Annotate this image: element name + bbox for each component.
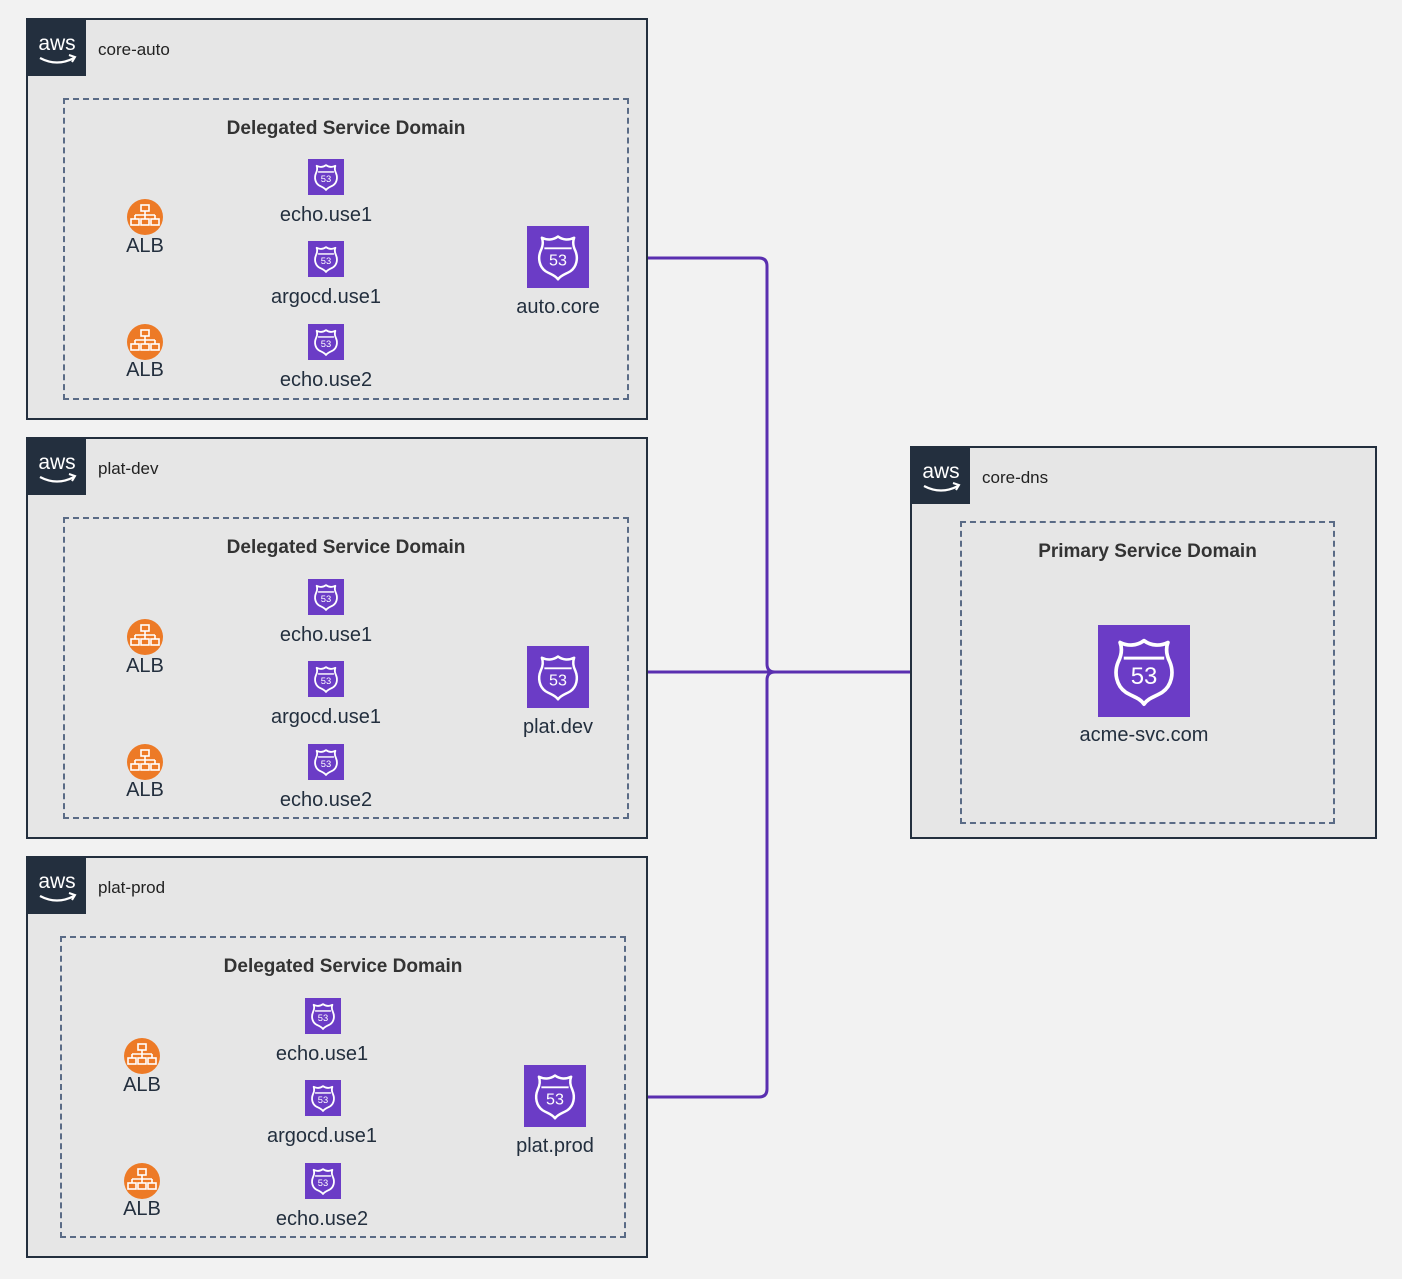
account-name: core-dns bbox=[982, 468, 1049, 487]
delegated-domain: Delegated Service Domain bbox=[63, 517, 629, 819]
svg-text:53: 53 bbox=[549, 672, 567, 690]
record-label: echo.use2 bbox=[279, 369, 373, 391]
svg-text:53: 53 bbox=[321, 174, 331, 184]
svg-text:53: 53 bbox=[546, 1091, 564, 1109]
domain-title: Delegated Service Domain bbox=[226, 537, 466, 558]
alb-icon bbox=[126, 323, 164, 366]
account-name: core-auto bbox=[98, 40, 170, 59]
route53-icon: 53 bbox=[305, 998, 341, 1039]
record-label: echo.use1 bbox=[279, 204, 373, 226]
route53-icon: 53 bbox=[308, 159, 344, 200]
route53-icon: 53 bbox=[527, 646, 589, 713]
zone-label: plat.prod bbox=[516, 1135, 594, 1157]
record-label: echo.use2 bbox=[275, 1208, 369, 1230]
domain-title: Delegated Service Domain bbox=[223, 956, 463, 977]
domain-title: Primary Service Domain bbox=[1038, 541, 1257, 562]
svg-text:53: 53 bbox=[549, 252, 567, 270]
svg-text:aws: aws bbox=[38, 32, 75, 55]
zone-label: auto.core bbox=[516, 296, 600, 318]
aws-logo-icon: aws bbox=[28, 20, 86, 76]
svg-text:53: 53 bbox=[321, 339, 331, 349]
alb-label: ALB bbox=[126, 235, 164, 257]
aws-logo-icon: aws bbox=[28, 858, 86, 914]
svg-text:53: 53 bbox=[321, 759, 331, 769]
arrow-plat-prod-to-primary bbox=[586, 663, 1099, 1099]
route53-icon: 53 bbox=[1098, 625, 1190, 722]
route53-icon: 53 bbox=[308, 241, 344, 282]
record-label: echo.use1 bbox=[279, 624, 373, 646]
alb-label: ALB bbox=[123, 1074, 161, 1096]
zone-label: plat.dev bbox=[522, 716, 594, 738]
alb-label: ALB bbox=[123, 1198, 161, 1220]
alb-label: ALB bbox=[126, 779, 164, 801]
alb-icon bbox=[123, 1162, 161, 1205]
alb-icon bbox=[123, 1037, 161, 1080]
route53-icon: 53 bbox=[308, 324, 344, 365]
svg-text:53: 53 bbox=[321, 676, 331, 686]
record-label: argocd.use1 bbox=[270, 706, 382, 728]
svg-text:53: 53 bbox=[318, 1095, 328, 1105]
domain-title: Delegated Service Domain bbox=[226, 118, 466, 139]
route53-icon: 53 bbox=[308, 661, 344, 702]
alb-label: ALB bbox=[126, 655, 164, 677]
route53-icon: 53 bbox=[308, 744, 344, 785]
primary-domain: Primary Service Domain bbox=[960, 521, 1335, 824]
record-label: echo.use2 bbox=[279, 789, 373, 811]
aws-logo-icon: aws bbox=[912, 448, 970, 504]
zone-label: acme-svc.com bbox=[1079, 724, 1209, 746]
alb-label: ALB bbox=[126, 359, 164, 381]
alb-icon bbox=[126, 198, 164, 241]
svg-text:aws: aws bbox=[38, 870, 75, 893]
svg-text:aws: aws bbox=[922, 460, 959, 483]
alb-icon bbox=[126, 743, 164, 786]
aws-logo-icon: aws bbox=[28, 439, 86, 495]
account-name: plat-dev bbox=[98, 459, 159, 478]
svg-text:53: 53 bbox=[321, 256, 331, 266]
account-name: plat-prod bbox=[98, 878, 166, 897]
record-label: argocd.use1 bbox=[270, 286, 382, 308]
delegated-domain: Delegated Service Domain bbox=[63, 98, 629, 400]
record-label: echo.use1 bbox=[275, 1043, 369, 1065]
alb-icon bbox=[126, 618, 164, 661]
svg-text:53: 53 bbox=[318, 1013, 328, 1023]
route53-icon: 53 bbox=[305, 1080, 341, 1121]
route53-icon: 53 bbox=[305, 1163, 341, 1204]
svg-text:53: 53 bbox=[321, 594, 331, 604]
svg-text:53: 53 bbox=[318, 1178, 328, 1188]
route53-icon: 53 bbox=[524, 1065, 586, 1132]
record-label: argocd.use1 bbox=[266, 1125, 378, 1147]
delegated-domain: Delegated Service Domain bbox=[60, 936, 626, 1238]
route53-icon: 53 bbox=[308, 579, 344, 620]
route53-icon: 53 bbox=[527, 226, 589, 293]
svg-text:53: 53 bbox=[1131, 663, 1158, 690]
svg-text:aws: aws bbox=[38, 451, 75, 474]
